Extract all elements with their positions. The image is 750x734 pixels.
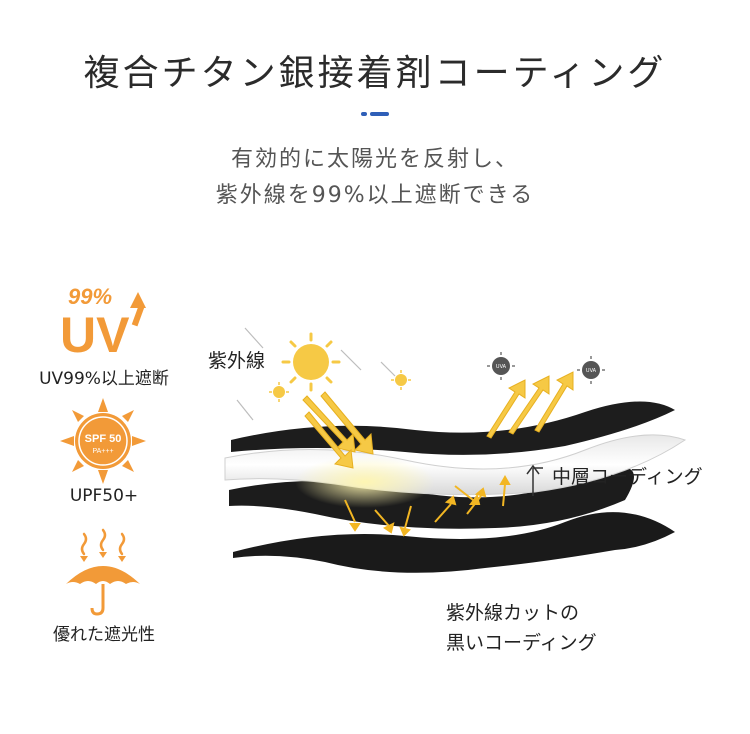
black-layer-label-line-1: 紫外線カットの xyxy=(446,602,580,624)
fabric-layer-diagram: UVA UVA xyxy=(224,327,687,573)
uva-text-right: UVA xyxy=(586,368,597,374)
small-sun-icon xyxy=(269,370,411,402)
title-accent-divider xyxy=(361,112,389,116)
feature-upf-label: UPF50+ xyxy=(69,486,139,506)
uva-text-left: UVA xyxy=(496,364,507,370)
sun-badge-icon: SPF 50 PA+++ xyxy=(60,398,146,484)
uva-icon: UVA xyxy=(577,356,605,384)
subtitle: 有効的に太陽光を反射し、 紫外線を99%以上遮断できる xyxy=(0,142,750,214)
feature-shading-label: 優れた遮光性 xyxy=(53,625,155,645)
uva-icon: UVA xyxy=(487,352,515,380)
black-coating-bottom xyxy=(233,512,675,573)
black-layer-label-line-2: 黒いコーディング xyxy=(446,632,597,654)
black-layer-label: 紫外線カットの 黒いコーディング xyxy=(446,598,597,658)
feature-uv-label: UV99%以上遮断 xyxy=(39,369,169,389)
uv-badge-text: UV xyxy=(60,307,130,358)
umbrella-icon xyxy=(66,528,140,616)
uv-percent-text: 99% xyxy=(68,284,112,309)
uv-arrow-icon: 99% UV xyxy=(60,284,146,358)
spf-text: SPF 50 xyxy=(85,433,122,445)
pa-text: PA+++ xyxy=(92,448,113,455)
subtitle-line-1: 有効的に太陽光を反射し、 xyxy=(230,147,519,172)
subtitle-line-2: 紫外線を99%以上遮断できる xyxy=(215,183,535,208)
page-title: 複合チタン銀接着剤コーティング xyxy=(83,53,667,94)
sun-icon xyxy=(281,332,341,392)
middle-layer-label: 中層コーディング xyxy=(552,466,703,488)
middle-layer-pointer-arrow xyxy=(526,464,543,496)
uv-ray-label: 紫外線 xyxy=(208,350,266,372)
